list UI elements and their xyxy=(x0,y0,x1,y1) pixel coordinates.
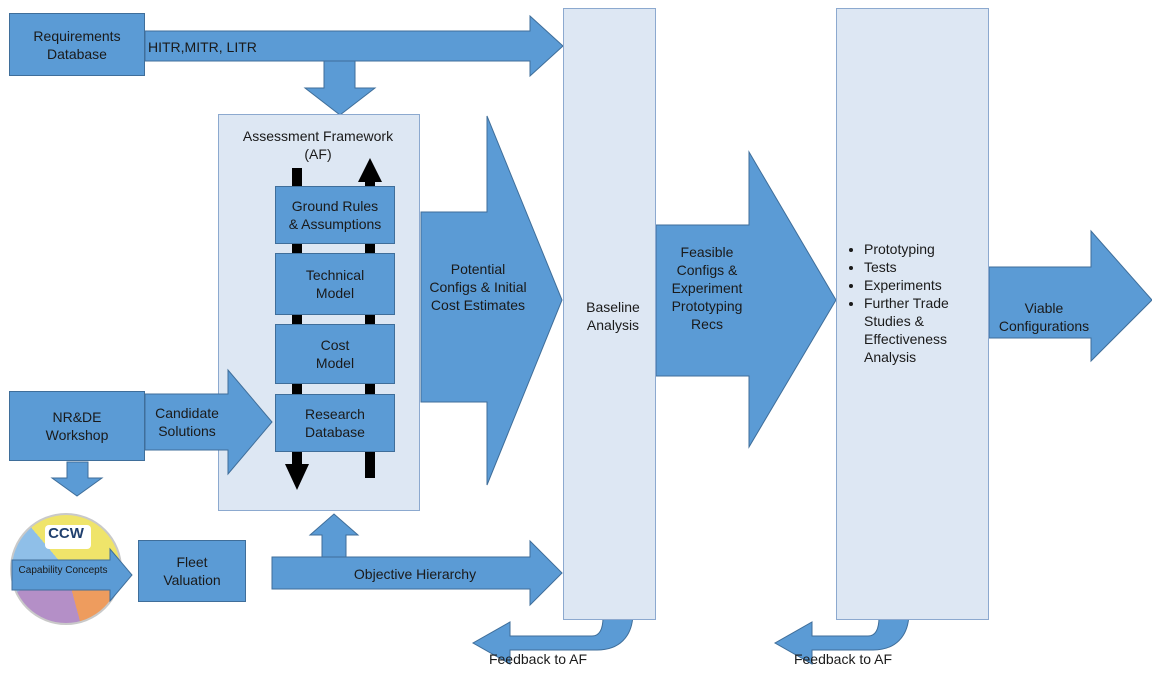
baseline-panel xyxy=(563,8,656,620)
feasible-configs-label: Feasible Configs & Experiment Prototypin… xyxy=(671,244,743,332)
requirements-database-label: Requirements Database xyxy=(33,27,121,62)
viable-configurations-arrow xyxy=(988,229,1152,363)
candidate-solutions-label: Candidate Solutions xyxy=(155,405,219,439)
ground-rules-box: Ground Rules & Assumptions xyxy=(275,186,395,244)
bullet-further-trade-studies: Further Trade Studies & Effectiveness An… xyxy=(864,294,996,366)
technical-model-label: Technical Model xyxy=(305,267,365,301)
af-right-arrowhead xyxy=(358,158,382,182)
nrde-workshop-box: NR&DE Workshop xyxy=(9,391,145,461)
af-left-arrowhead xyxy=(285,464,309,490)
cost-model-label: Cost Model xyxy=(315,337,355,371)
research-database-box: Research Database xyxy=(275,394,395,452)
nrde-down-arrow xyxy=(50,461,104,497)
capability-concepts-arrow xyxy=(11,547,133,603)
bullet-experiments: Experiments xyxy=(864,276,996,294)
hitr-arrow xyxy=(144,14,564,78)
capability-concepts-label: Capability Concepts xyxy=(18,565,108,576)
nrde-workshop-label: NR&DE Workshop xyxy=(45,409,109,443)
potential-configs-label: Potential Configs & Initial Cost Estimat… xyxy=(429,261,527,313)
ground-rules-label: Ground Rules & Assumptions xyxy=(288,198,382,232)
requirements-database-box: Requirements Database xyxy=(9,13,145,76)
feasible-configs-arrow xyxy=(655,150,837,449)
af-title: Assessment Framework (AF) xyxy=(242,128,394,162)
candidate-solutions-arrow xyxy=(144,368,273,476)
technical-model-box: Technical Model xyxy=(275,253,395,315)
bullet-tests: Tests xyxy=(864,258,996,276)
af-left-shaft xyxy=(292,168,302,464)
hitr-label: HITR,MITR, LITR xyxy=(148,39,257,55)
results-panel xyxy=(836,8,989,620)
ccw-label: CCW xyxy=(48,525,84,542)
feedback-arrow-1 xyxy=(471,566,634,665)
ccw-center xyxy=(45,525,91,549)
feedback-arrow-2 xyxy=(773,566,910,665)
requirements-down-arrow xyxy=(303,60,377,116)
potential-configs-arrow xyxy=(420,115,563,486)
cost-model-box: Cost Model xyxy=(275,324,395,384)
objective-up-arrow xyxy=(308,513,360,558)
objective-hierarchy-label: Objective Hierarchy xyxy=(353,566,477,582)
viable-configurations-label: Viable Configurations xyxy=(998,300,1090,334)
feedback-to-af-label-2: Feedback to AF xyxy=(793,651,893,667)
baseline-analysis-label: Baseline Analysis xyxy=(586,299,640,333)
fleet-valuation-box: Fleet Valuation xyxy=(138,540,246,602)
fleet-valuation-label: Fleet Valuation xyxy=(163,554,221,588)
results-bullet-list: Prototyping Tests Experiments Further Tr… xyxy=(846,240,996,366)
feedback-to-af-label-1: Feedback to AF xyxy=(488,651,588,667)
bullet-prototyping: Prototyping xyxy=(864,240,996,258)
research-database-label: Research Database xyxy=(305,406,365,440)
